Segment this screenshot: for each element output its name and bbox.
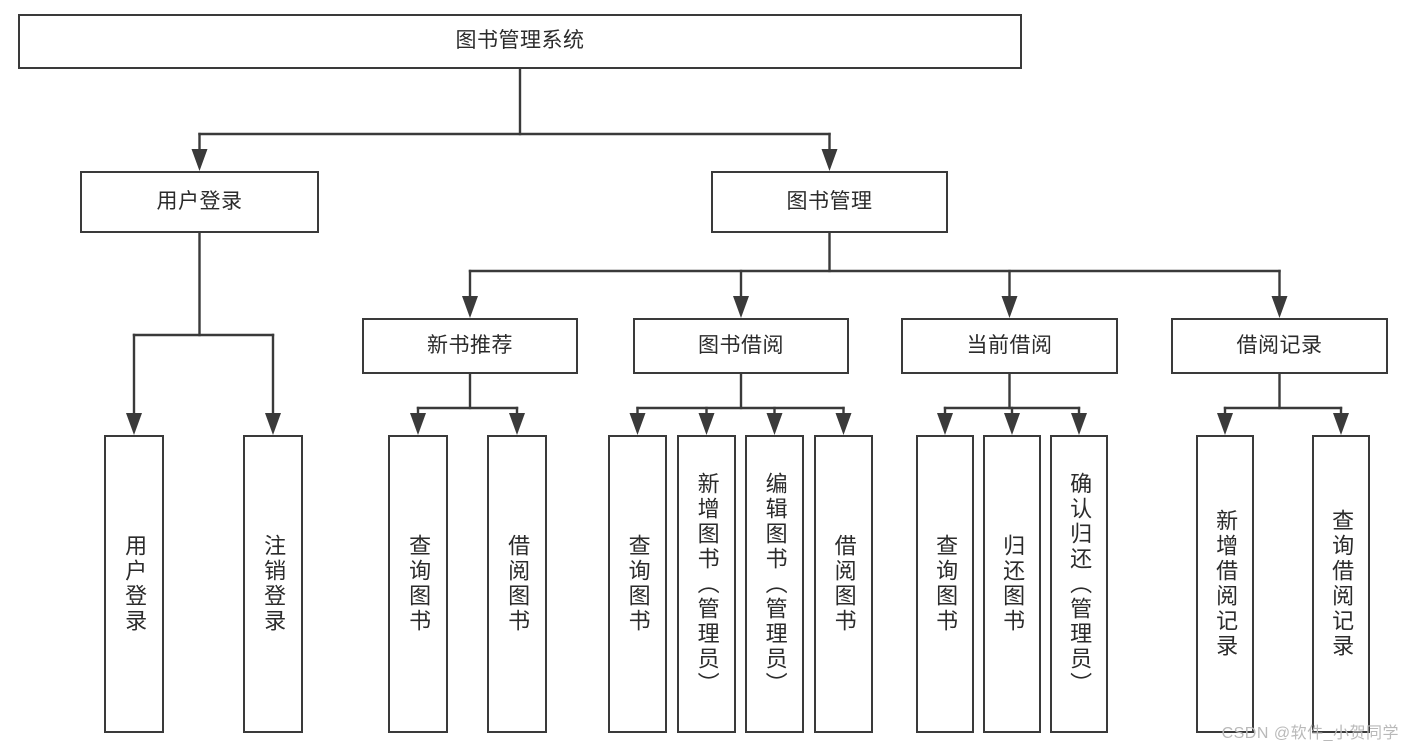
arrowhead-icon bbox=[1333, 413, 1349, 435]
node-leaf-query-record[interactable]: 查询借阅记录 bbox=[1312, 435, 1370, 733]
node-label: 注销登录 bbox=[261, 534, 287, 634]
node-leaf-return-book[interactable]: 归还图书 bbox=[983, 435, 1041, 733]
arrowhead-icon bbox=[821, 149, 838, 171]
arrowhead-icon bbox=[1001, 296, 1018, 318]
node-label: 新增图书（管理员） bbox=[694, 471, 720, 697]
node-label: 图书借阅 bbox=[698, 333, 784, 357]
node-label: 当前借阅 bbox=[966, 333, 1053, 357]
node-leaf-confirm-return[interactable]: 确认归还（管理员） bbox=[1050, 435, 1108, 733]
node-label: 用户登录 bbox=[122, 534, 148, 634]
node-label: 图书管理系统 bbox=[455, 29, 585, 53]
node-leaf-user-logout[interactable]: 注销登录 bbox=[243, 435, 303, 733]
arrowhead-icon bbox=[410, 413, 426, 435]
node-label: 归还图书 bbox=[1000, 534, 1026, 634]
arrowhead-icon bbox=[733, 296, 749, 318]
node-label: 借阅记录 bbox=[1236, 333, 1323, 357]
node-leaf-add-record[interactable]: 新增借阅记录 bbox=[1196, 435, 1254, 733]
arrowhead-icon bbox=[265, 413, 281, 435]
node-label: 查询图书 bbox=[406, 534, 432, 634]
arrowhead-icon bbox=[835, 413, 852, 435]
arrowhead-icon bbox=[1004, 413, 1020, 435]
node-new-book-rec[interactable]: 新书推荐 bbox=[362, 318, 578, 374]
node-label: 查询借阅记录 bbox=[1329, 509, 1355, 659]
node-leaf-query-book-3[interactable]: 查询图书 bbox=[916, 435, 974, 733]
node-label: 查询图书 bbox=[625, 534, 651, 634]
arrowhead-icon bbox=[1071, 413, 1087, 435]
node-leaf-user-login[interactable]: 用户登录 bbox=[104, 435, 164, 733]
node-label: 借阅图书 bbox=[505, 534, 531, 634]
arrowhead-icon bbox=[509, 413, 525, 435]
arrowhead-icon bbox=[698, 413, 715, 435]
node-current-borrow[interactable]: 当前借阅 bbox=[901, 318, 1118, 374]
node-label: 新增借阅记录 bbox=[1213, 509, 1239, 659]
node-leaf-edit-book[interactable]: 编辑图书（管理员） bbox=[745, 435, 804, 733]
node-leaf-query-book-1[interactable]: 查询图书 bbox=[388, 435, 448, 733]
node-user-login[interactable]: 用户登录 bbox=[80, 171, 319, 233]
arrowhead-icon bbox=[126, 413, 142, 435]
arrowhead-icon bbox=[766, 413, 783, 435]
node-book-manage[interactable]: 图书管理 bbox=[711, 171, 948, 233]
node-label: 借阅图书 bbox=[831, 534, 857, 634]
node-label: 确认归还（管理员） bbox=[1067, 471, 1093, 697]
node-root[interactable]: 图书管理系统 bbox=[18, 14, 1022, 69]
node-book-borrow[interactable]: 图书借阅 bbox=[633, 318, 849, 374]
node-borrow-record[interactable]: 借阅记录 bbox=[1171, 318, 1388, 374]
arrowhead-icon bbox=[937, 413, 953, 435]
watermark: CSDN @软件_小贺同学 bbox=[1221, 725, 1399, 742]
arrowhead-icon bbox=[462, 296, 478, 318]
node-leaf-add-book[interactable]: 新增图书（管理员） bbox=[677, 435, 736, 733]
node-leaf-borrow-book-2[interactable]: 借阅图书 bbox=[814, 435, 873, 733]
node-label: 用户登录 bbox=[156, 189, 243, 213]
node-label: 新书推荐 bbox=[427, 333, 513, 357]
node-leaf-query-book-2[interactable]: 查询图书 bbox=[608, 435, 667, 733]
arrowhead-icon bbox=[629, 413, 646, 435]
node-label: 图书管理 bbox=[786, 189, 873, 213]
node-label: 查询图书 bbox=[933, 534, 959, 634]
arrowhead-icon bbox=[191, 149, 208, 171]
arrowhead-icon bbox=[1271, 296, 1288, 318]
node-leaf-borrow-book-1[interactable]: 借阅图书 bbox=[487, 435, 547, 733]
node-label: 编辑图书（管理员） bbox=[762, 471, 788, 697]
arrowhead-icon bbox=[1217, 413, 1233, 435]
